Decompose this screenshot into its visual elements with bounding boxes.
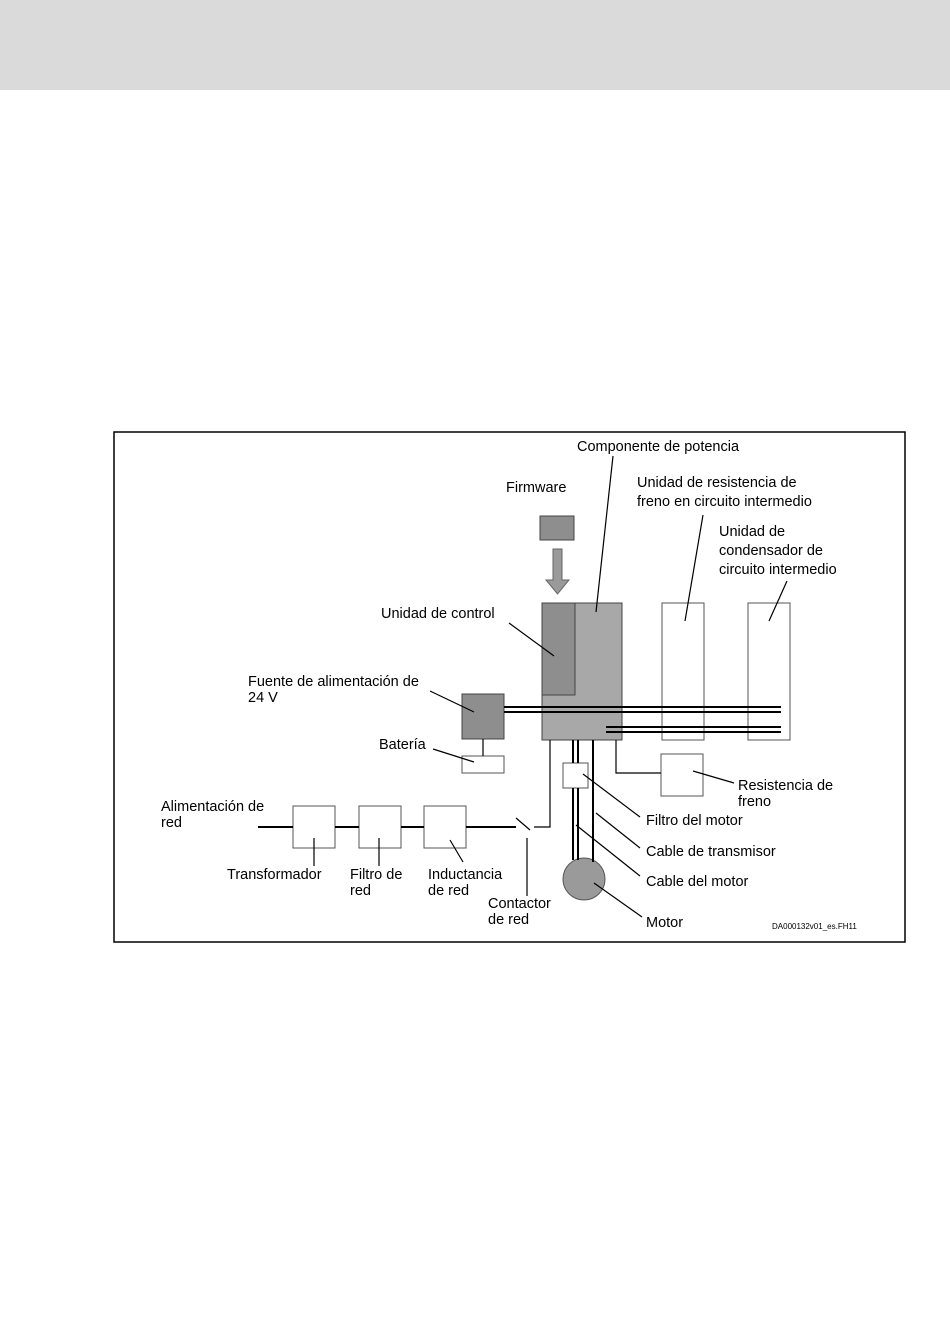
- label-power-supply-line1: Fuente de alimentación de: [248, 674, 419, 690]
- label-power-component: Componente de potencia: [577, 439, 740, 455]
- label-mains-filter-line1: Filtro de: [350, 867, 402, 883]
- label-control-unit: Unidad de control: [381, 606, 495, 622]
- leader-brake-unit: [684, 514, 704, 622]
- page-header-band: [0, 0, 950, 90]
- leader-battery: [432, 748, 475, 763]
- dc-capacitor-unit: [747, 602, 791, 741]
- label-mains-inductance-line1: Inductancia: [428, 867, 503, 883]
- leader-motor-cable: [575, 824, 641, 877]
- brake-resistor-box: [660, 753, 704, 797]
- mains-line-to-drive: [534, 740, 551, 828]
- label-capacitor-unit-line1: Unidad de: [719, 524, 785, 540]
- leader-power-supply: [429, 690, 475, 713]
- firmware-arrow: [544, 548, 571, 595]
- label-mains-contactor-line2: de red: [488, 912, 529, 928]
- label-motor-cable: Cable del motor: [646, 874, 749, 890]
- leader-brake-resistor: [692, 770, 735, 784]
- leader-capacitor-unit: [768, 580, 788, 622]
- power-supply-24v-box: [461, 693, 505, 740]
- battery-box: [461, 755, 505, 774]
- leader-control-unit: [508, 622, 555, 657]
- label-capacitor-unit-line3: circuito intermedio: [719, 562, 837, 578]
- leader-power-component: [595, 455, 614, 613]
- leader-encoder-cable: [595, 812, 641, 849]
- label-brake-unit-line2: freno en circuito intermedio: [637, 494, 812, 510]
- label-firmware: Firmware: [506, 480, 566, 496]
- label-mains-supply-line2: red: [161, 815, 182, 831]
- motor-circle: [562, 857, 606, 901]
- label-brake-unit-line1: Unidad de resistencia de: [637, 475, 797, 491]
- leader-motor: [593, 882, 643, 918]
- diagram-frame: [113, 431, 906, 943]
- label-capacitor-unit-line2: condensador de: [719, 543, 823, 559]
- label-mains-filter-line2: red: [350, 883, 371, 899]
- label-brake-resistor-line1: Resistencia de: [738, 778, 833, 794]
- mains-contactor-switch: [515, 817, 531, 831]
- mains-filter-box: [358, 805, 402, 849]
- figure-reference: DA000132v01_es.FH11: [772, 922, 857, 931]
- label-motor: Motor: [646, 915, 683, 931]
- motor-filter-box: [562, 762, 589, 789]
- label-motor-filter: Filtro del motor: [646, 813, 743, 829]
- mains-inductance-box: [423, 805, 467, 849]
- brake-resistor-wire: [615, 740, 661, 774]
- leader-mains-inductance: [449, 839, 464, 863]
- leader-motor-filter: [582, 773, 641, 818]
- label-encoder-cable: Cable de transmisor: [646, 844, 776, 860]
- label-mains-contactor-line1: Contactor: [488, 896, 551, 912]
- firmware-box: [539, 515, 575, 541]
- label-brake-resistor-line2: freno: [738, 794, 771, 810]
- control-unit-box: [541, 602, 576, 696]
- label-battery: Batería: [379, 737, 427, 753]
- label-mains-inductance-line2: de red: [428, 883, 469, 899]
- label-power-supply-line2: 24 V: [248, 690, 278, 706]
- dc-brake-resistor-unit: [661, 602, 705, 741]
- label-transformer: Transformador: [227, 867, 322, 883]
- label-mains-supply-line1: Alimentación de: [161, 799, 264, 815]
